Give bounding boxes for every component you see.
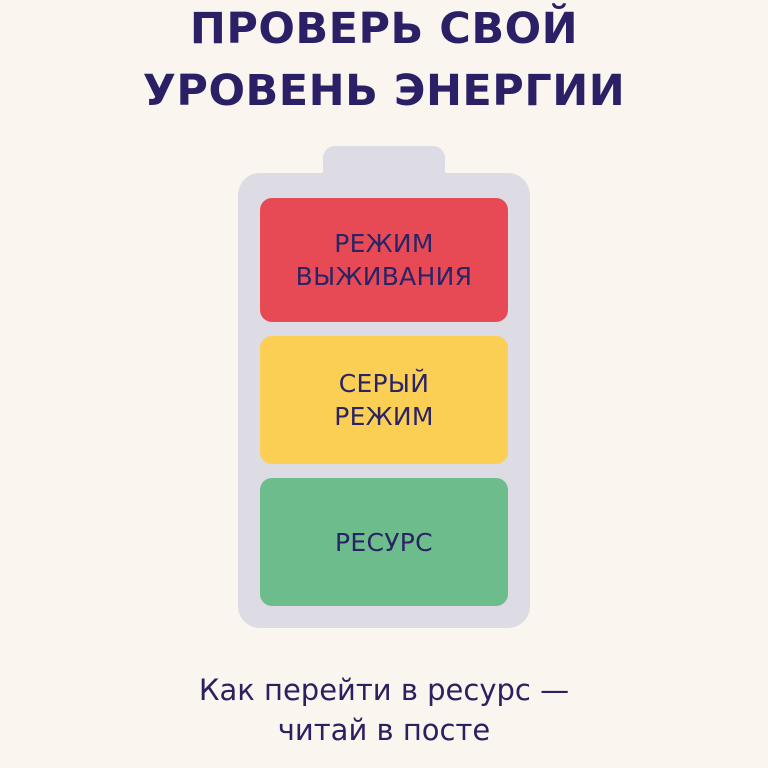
segment-label: РЕСУРС xyxy=(335,527,433,557)
caption: Как перейти в ресурс — читай в посте xyxy=(0,670,768,750)
battery-segment-resource: РЕСУРС xyxy=(260,478,508,606)
segment-label-line-1: СЕРЫЙ xyxy=(338,369,430,398)
title-line-2: УРОВЕНЬ ЭНЕРГИИ xyxy=(142,66,626,116)
segment-label-line-2: ВЫЖИВАНИЯ xyxy=(295,262,473,291)
segment-label-line-1: РЕЖИМ xyxy=(334,229,434,258)
caption-line-1: Как перейти в ресурс — xyxy=(198,673,570,707)
battery-segment-grey-mode: СЕРЫЙ РЕЖИМ xyxy=(260,336,508,464)
page-title: ПРОВЕРЬ СВОЙ УРОВЕНЬ ЭНЕРГИИ xyxy=(0,0,768,120)
segment-label-line-2: РЕЖИМ xyxy=(334,402,434,431)
battery-segment-survival: РЕЖИМ ВЫЖИВАНИЯ xyxy=(260,198,508,322)
title-line-1: ПРОВЕРЬ СВОЙ xyxy=(189,4,579,54)
caption-line-2: читай в посте xyxy=(277,713,491,747)
